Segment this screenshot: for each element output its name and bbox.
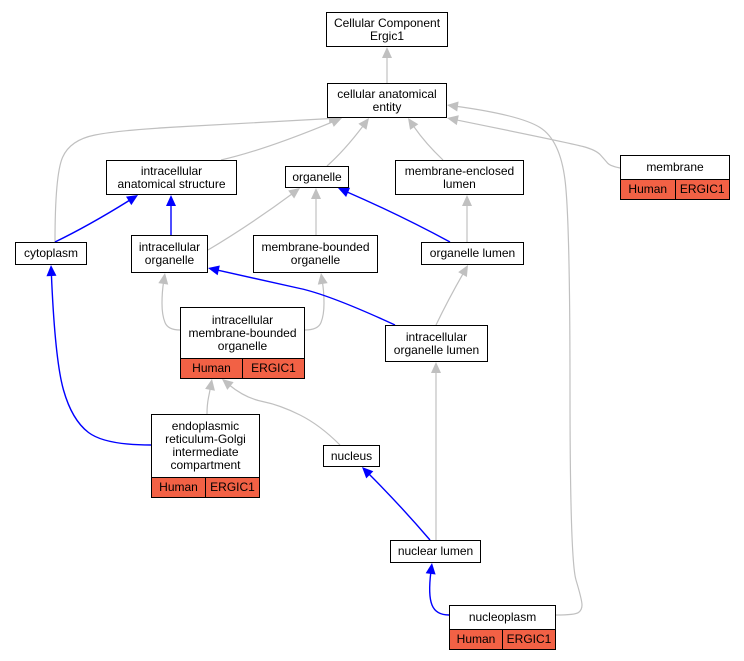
term-label: intracellular organelle lumen — [393, 329, 480, 357]
term-node-ergic[interactable]: endoplasmic reticulum-Golgi intermediate… — [151, 414, 260, 498]
term-label: nucleoplasm — [468, 610, 537, 624]
edge-is-a-iol-to-ol — [435, 265, 468, 326]
edge-is-a-cae-to-root — [382, 47, 392, 84]
edge-is-a-nucleus-to-imbo — [222, 379, 341, 446]
arrowhead — [126, 195, 138, 206]
arrowhead — [288, 188, 300, 199]
term-label: membrane — [646, 160, 704, 174]
edge-part-of-np-to-nl — [425, 563, 450, 616]
term-node-cae[interactable]: cellular anatomical entity — [327, 83, 447, 118]
arrowhead — [358, 118, 369, 130]
term-label: intracellular membrane-bounded organelle — [188, 312, 297, 353]
term-label: intracellular anatomical structure — [117, 163, 226, 191]
term-node-cytoplasm[interactable]: cytoplasm — [15, 242, 87, 265]
arrowhead — [338, 187, 351, 197]
term-label: cellular anatomical entity — [337, 86, 437, 114]
arrowhead — [447, 115, 459, 126]
term-label: membrane-bounded organelle — [261, 240, 370, 267]
arrowhead — [222, 379, 234, 390]
edge-is-a-membrane-to-cae — [447, 115, 621, 169]
edge-part-of-iol-to-io — [208, 265, 396, 326]
term-node-organelle[interactable]: organelle — [285, 166, 349, 188]
term-label: membrane-enclosed lumen — [404, 163, 515, 191]
arrowhead — [158, 273, 169, 285]
term-label: nuclear lumen — [397, 544, 474, 558]
edge-is-a-ol-to-mel — [462, 195, 472, 243]
edge-part-of-ergic-to-cytoplasm — [46, 265, 152, 446]
term-node-iol[interactable]: intracellular organelle lumen — [385, 325, 488, 362]
annotation-species[interactable]: Human — [152, 478, 205, 497]
annotation-species[interactable]: Human — [621, 180, 675, 199]
annotation-gene[interactable]: ERGIC1 — [674, 180, 729, 199]
arrowhead — [166, 195, 176, 206]
edge-is-a-io-to-organelle — [207, 188, 300, 251]
arrowhead — [458, 265, 468, 278]
edge-part-of-ol-to-organelle — [338, 187, 451, 243]
annotation-gene[interactable]: ERGIC1 — [502, 630, 555, 649]
term-node-root[interactable]: Cellular Component Ergic1 — [326, 12, 448, 47]
term-label: intracellular organelle — [138, 240, 201, 267]
term-label: cytoplasm — [23, 246, 79, 260]
arrowhead — [447, 101, 459, 112]
term-node-nl[interactable]: nuclear lumen — [390, 540, 481, 563]
edge-part-of-cytoplasm-to-ias — [54, 195, 138, 243]
annotation-gene[interactable]: ERGIC1 — [242, 359, 304, 378]
edge-is-a-ergic-to-imbo — [205, 379, 215, 415]
arrowhead — [205, 379, 215, 391]
term-node-mel[interactable]: membrane-enclosed lumen — [395, 160, 524, 195]
edge-part-of-nl-to-nucleus — [362, 467, 431, 541]
term-node-io[interactable]: intracellular organelle — [131, 235, 208, 273]
edge-is-a-nl-to-iol — [431, 362, 441, 540]
arrowhead — [311, 188, 321, 199]
term-label: organelle lumen — [429, 246, 516, 260]
arrowhead — [317, 273, 328, 285]
edge-is-a-np-to-cae — [447, 101, 583, 616]
term-label: organelle — [292, 169, 342, 184]
term-label: nucleus — [330, 448, 373, 463]
arrowhead — [46, 265, 57, 277]
arrowhead — [462, 195, 472, 206]
edge-is-a-imbo-to-mbo — [304, 273, 328, 331]
arrowhead — [425, 563, 436, 575]
arrowhead — [431, 362, 441, 373]
annotation-gene[interactable]: ERGIC1 — [205, 478, 259, 497]
edge-is-a-organelle-to-cae — [326, 118, 369, 167]
edge-is-a-imbo-to-io — [158, 273, 181, 331]
edge-is-a-mbo-to-organelle — [311, 188, 321, 236]
annotation-species[interactable]: Human — [181, 359, 242, 378]
term-node-ol[interactable]: organelle lumen — [421, 242, 524, 265]
arrowhead — [408, 118, 419, 130]
edge-part-of-io-to-ias — [166, 195, 176, 236]
term-node-imbo[interactable]: intracellular membrane-bounded organelle… — [180, 307, 305, 379]
term-label: endoplasmic reticulum-Golgi intermediate… — [165, 419, 246, 472]
annotation-species[interactable]: Human — [450, 630, 502, 649]
term-label: Cellular Component Ergic1 — [333, 15, 441, 43]
term-node-ias[interactable]: intracellular anatomical structure — [106, 160, 237, 195]
arrowhead — [208, 265, 220, 276]
arrowhead — [362, 467, 374, 479]
edge-is-a-mel-to-cae — [408, 118, 444, 161]
arrowhead — [382, 47, 392, 58]
term-node-mbo[interactable]: membrane-bounded organelle — [253, 235, 378, 273]
term-node-nucleus[interactable]: nucleus — [323, 445, 380, 467]
